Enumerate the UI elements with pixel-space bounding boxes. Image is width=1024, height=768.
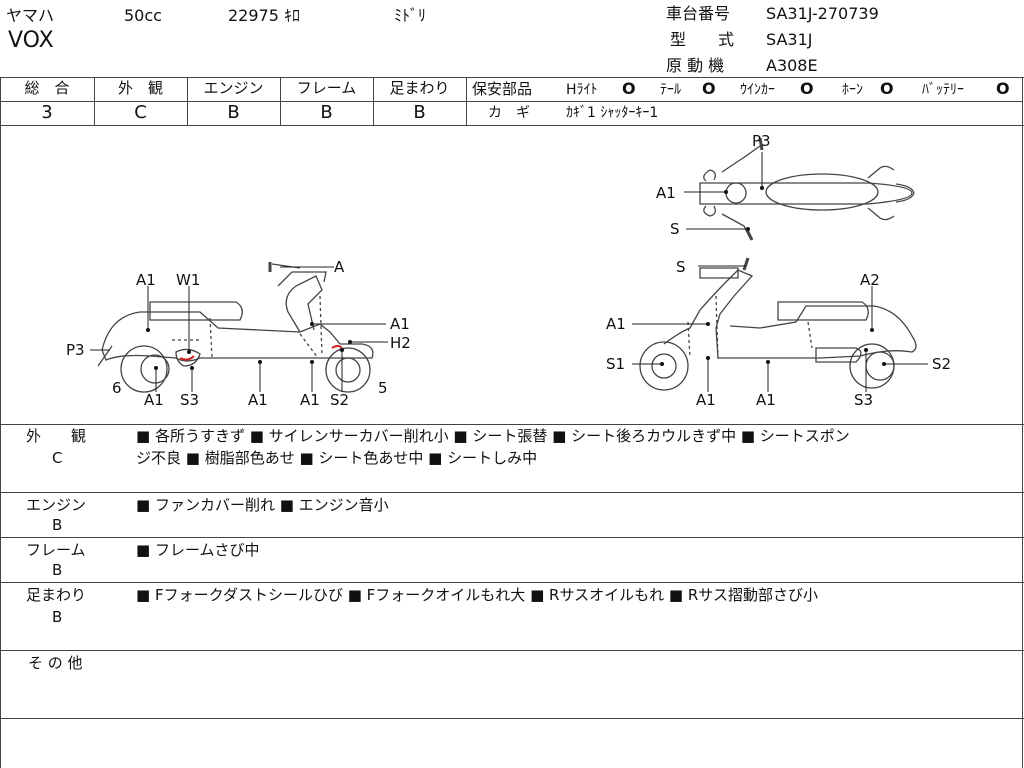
right-label-a2: A2: [860, 271, 880, 289]
left-label-s3: S3: [180, 391, 199, 409]
left-label-s2: S2: [330, 391, 349, 409]
divider: [280, 77, 281, 125]
divider: [373, 77, 374, 125]
engine-comment-grade: B: [52, 516, 63, 534]
mileage: 22975 ｷﾛ: [228, 6, 300, 25]
headlight-status: O: [622, 79, 636, 98]
taillight-status: O: [702, 79, 716, 98]
right-label-s1: S1: [606, 355, 625, 373]
right-label-a1-bottom-1: A1: [696, 391, 716, 409]
keys-label: カ ギ: [488, 105, 530, 121]
maker: ヤマハ: [6, 6, 55, 25]
left-label-a1-bottom-2: A1: [248, 391, 268, 409]
suspension-comment-grade: B: [52, 608, 63, 626]
left-label-h2: H2: [390, 334, 411, 352]
left-label-a: A: [334, 258, 345, 276]
overall-grade-label: 総 合: [24, 79, 70, 97]
displacement: 50cc: [124, 6, 162, 25]
top-label-s: S: [670, 220, 680, 238]
top-label-p3: P3: [752, 132, 771, 150]
suspension-grade: B: [413, 102, 426, 123]
engine-comment-text: ■ ファンカバー削れ ■ エンジン音小: [136, 496, 389, 514]
frame-grade-label: フレーム: [296, 79, 357, 97]
top-view-scooter: [699, 137, 915, 241]
exterior-comment-grade: C: [52, 449, 63, 467]
engine-model-label: 原 動 機: [666, 56, 725, 75]
divider: [0, 537, 1024, 538]
divider: [1022, 77, 1023, 768]
exterior-comment-line-2: ジ不良 ■ 樹脂部色あせ ■ シート色あせ中 ■ シートしみ中: [136, 449, 538, 467]
left-label-5: 5: [378, 379, 388, 397]
color: ﾐﾄﾞﾘ: [394, 6, 427, 25]
right-label-a1-bottom-2: A1: [756, 391, 776, 409]
right-label-s3: S3: [854, 391, 873, 409]
winker-status: O: [800, 79, 814, 98]
frame-number-label: 車台番号: [666, 4, 731, 23]
damage-diagram: P3 A1 S A1 W1 A A1 H2 P3 6 5 A1 S3 A1 A1…: [66, 132, 951, 409]
right-label-s2: S2: [932, 355, 951, 373]
left-label-a1-bottom-1: A1: [144, 391, 164, 409]
divider: [466, 77, 467, 125]
divider: [0, 492, 1024, 493]
frame-comment-grade: B: [52, 561, 63, 579]
engine-grade-label: エンジン: [203, 79, 264, 97]
left-label-p3: P3: [66, 341, 85, 359]
frame-grade: B: [320, 102, 333, 123]
left-side-scooter: [97, 262, 374, 393]
divider: [0, 125, 1024, 126]
left-label-a1-right: A1: [390, 315, 410, 333]
headlight-label: Hﾗｲﾄ: [566, 82, 598, 98]
divider: [0, 424, 1024, 425]
divider: [0, 718, 1024, 719]
overall-grade: 3: [41, 102, 53, 123]
exterior-grade: C: [134, 102, 147, 123]
type-value: SA31J: [766, 30, 813, 49]
divider: [0, 650, 1024, 651]
type-label: 型 式: [670, 30, 735, 49]
suspension-grade-label: 足まわり: [389, 79, 450, 97]
frame-number: SA31J-270739: [766, 4, 879, 23]
exterior-grade-label: 外 観: [117, 79, 163, 97]
keys-value: ｶｷﾞ1 ｼｬｯﾀｰｷｰ1: [566, 105, 659, 121]
engine-grade: B: [227, 102, 240, 123]
battery-status: O: [996, 79, 1010, 98]
suspension-comment-text: ■ Fフォークダストシールひび ■ Fフォークオイルもれ大 ■ Rサスオイルもれ…: [136, 586, 818, 604]
left-label-6: 6: [112, 379, 122, 397]
frame-comment-label: フレーム: [26, 541, 86, 559]
right-side-scooter: [639, 257, 917, 391]
exterior-comment-line-1: ■ 各所うすきず ■ サイレンサーカバー削れ小 ■ シート張替 ■ シート後ろカ…: [136, 427, 850, 445]
exterior-comment-label: 外 観: [26, 427, 87, 445]
divider: [0, 77, 1, 768]
engine-comment-label: エンジン: [26, 496, 87, 514]
top-label-a1: A1: [656, 184, 676, 202]
horn-label: ﾎｰﾝ: [842, 82, 863, 98]
frame-comment-text: ■ フレームさび中: [136, 541, 260, 559]
right-label-a1: A1: [606, 315, 626, 333]
divider: [0, 582, 1024, 583]
left-label-a1-seat: A1: [136, 271, 156, 289]
right-label-s: S: [676, 258, 686, 276]
other-comment-label: そ の 他: [28, 654, 83, 672]
battery-label: ﾊﾞｯﾃﾘｰ: [922, 82, 964, 98]
left-label-w1: W1: [176, 271, 200, 289]
divider: [0, 77, 1024, 78]
model-name: VOX: [8, 28, 54, 53]
suspension-comment-label: 足まわり: [26, 586, 87, 604]
divider: [187, 77, 188, 125]
divider: [94, 77, 95, 125]
horn-status: O: [880, 79, 894, 98]
divider: [0, 101, 466, 102]
winker-label: ｳｲﾝｶｰ: [740, 82, 775, 98]
safety-parts-title: 保安部品: [472, 80, 533, 98]
taillight-label: ﾃｰﾙ: [660, 82, 681, 98]
left-label-a1-bottom-3: A1: [300, 391, 320, 409]
engine-model-value: A308E: [766, 56, 818, 75]
divider: [466, 101, 1022, 102]
